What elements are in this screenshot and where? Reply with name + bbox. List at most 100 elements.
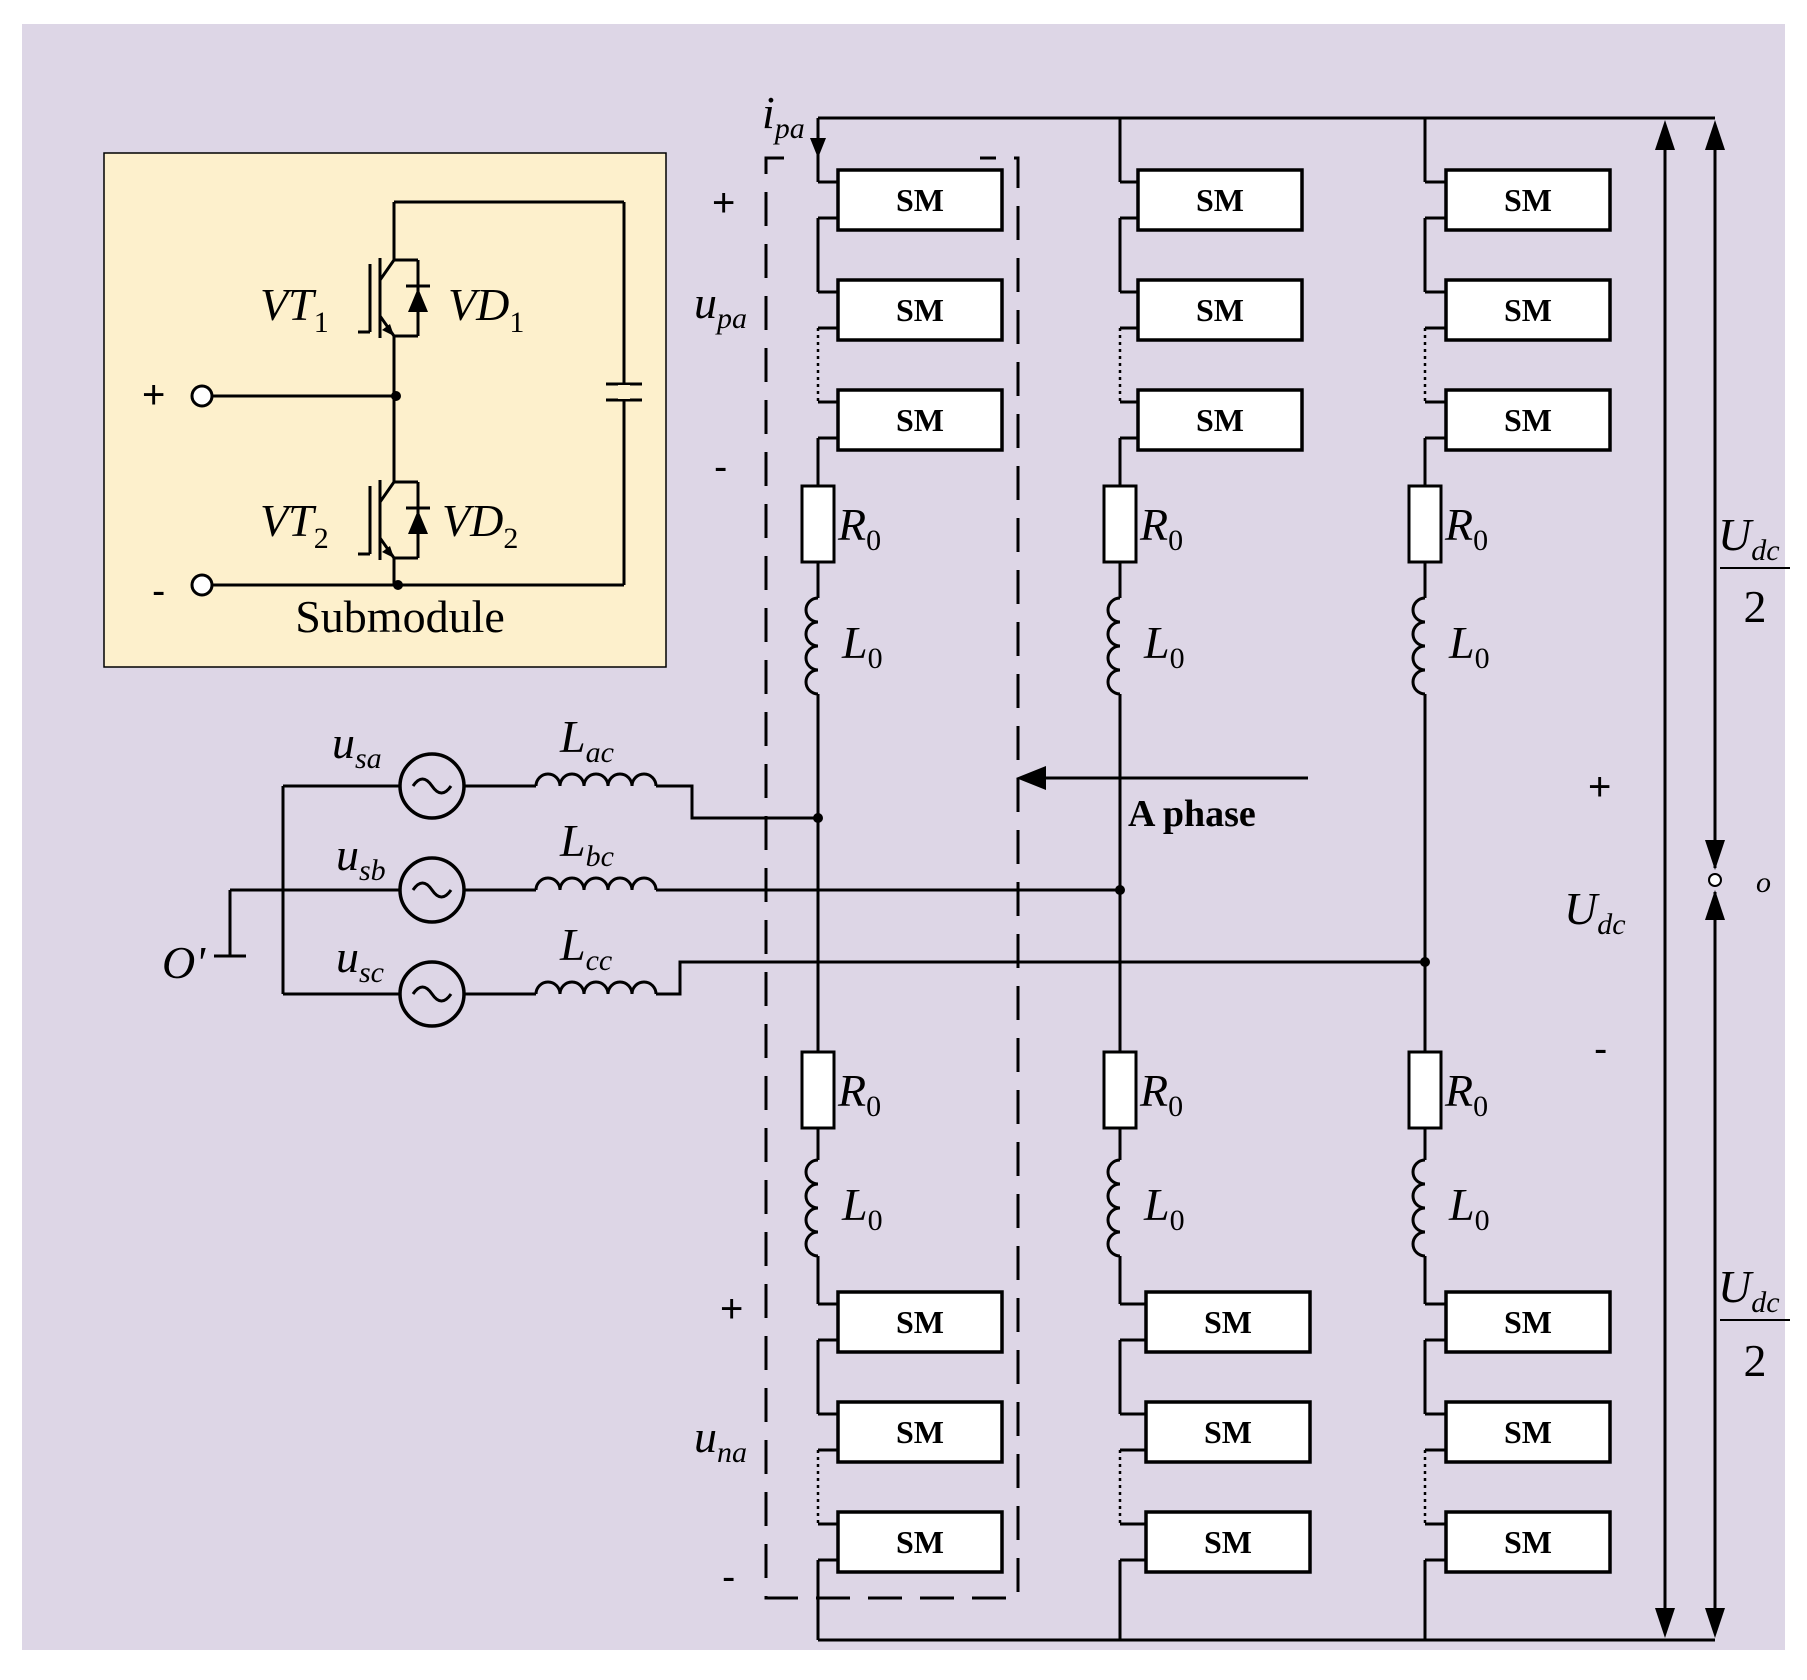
sm-c-upper-3 [1444, 388, 1612, 452]
inductor-c-lower-label: L0 [1448, 1179, 1490, 1237]
resistor-b-upper-icon [1102, 484, 1138, 564]
sm-b-upper-1 [1136, 168, 1304, 232]
source-a-label: usa [332, 717, 382, 775]
submodule-title: Submodule [295, 591, 505, 642]
arm-current-label: ipa [762, 87, 805, 145]
upper-arm-plus: + [712, 181, 735, 225]
half-dc-bottom-denominator: 2 [1744, 1335, 1767, 1386]
converter-legs: SMSMSMSMSMSMR0L0R0L0SMSMSMSMSMSMR0L0R0L0… [800, 118, 1612, 1640]
sm-label: SM [896, 402, 944, 438]
submodule-panel [103, 152, 667, 668]
sm-b-lower-1 [1144, 1290, 1312, 1354]
inductor-lac-icon [534, 772, 658, 787]
sm-label: SM [1504, 402, 1552, 438]
sm-b-upper-3 [1136, 388, 1304, 452]
resistor-c-upper-label: R0 [1444, 499, 1488, 557]
sm-a-upper-2 [836, 278, 1004, 342]
resistor-b-lower-icon [1102, 1050, 1138, 1130]
inductor-lcc-icon [534, 980, 658, 995]
sm-label: SM [1504, 1524, 1552, 1560]
phase-a-highlight [764, 156, 1020, 1600]
upper-arm-voltage-label: upa [694, 277, 747, 335]
resistor-a-lower-icon [800, 1050, 836, 1130]
negative-terminal-icon [190, 573, 214, 597]
resistor-a-upper-icon [800, 484, 836, 564]
dc-bus [818, 116, 1715, 1642]
sm-b-lower-3 [1144, 1510, 1312, 1574]
sm-c-lower-3 [1444, 1510, 1612, 1574]
source-c-label: usc [336, 931, 384, 989]
sm-label: SM [1196, 292, 1244, 328]
sm-label: SM [1196, 402, 1244, 438]
vd1-label: VD1 [448, 279, 524, 339]
sm-b-lower-2 [1144, 1400, 1312, 1464]
vt2-label: VT2 [260, 495, 329, 555]
inductor-c-upper-label: L0 [1448, 617, 1490, 675]
dc-plus: + [1588, 765, 1611, 809]
sm-label: SM [896, 182, 944, 218]
midpoint-label: o [1756, 866, 1771, 899]
sm-c-upper-2 [1444, 278, 1612, 342]
ac-sources [214, 752, 1430, 1028]
sm-label: SM [1196, 182, 1244, 218]
sm-c-lower-2 [1444, 1400, 1612, 1464]
sm-c-upper-1 [1444, 168, 1612, 232]
upper-arm-minus: - [714, 445, 727, 489]
current-arrow-icon [810, 138, 826, 158]
dc-voltage-markers [1655, 120, 1790, 1638]
sm-label: SM [896, 1414, 944, 1450]
sm-c-lower-1 [1444, 1290, 1612, 1354]
lower-arm-minus: - [722, 1555, 735, 1599]
sm-b-upper-2 [1136, 278, 1304, 342]
resistor-b-lower-label: R0 [1139, 1065, 1183, 1123]
half-dc-bottom-numerator: Udc [1718, 1261, 1780, 1319]
sm-label: SM [1204, 1524, 1252, 1560]
vt1-label: VT1 [260, 279, 329, 339]
resistor-b-upper-label: R0 [1139, 499, 1183, 557]
sm-label: SM [896, 1524, 944, 1560]
resistor-c-upper-icon [1407, 484, 1443, 564]
sm-a-upper-1 [836, 168, 1004, 232]
sm-label: SM [896, 292, 944, 328]
sm-label: SM [1204, 1414, 1252, 1450]
dc-minus: - [1594, 1027, 1607, 1071]
resistor-c-lower-label: R0 [1444, 1065, 1488, 1123]
sm-a-lower-2 [836, 1400, 1004, 1464]
inductor-b-lower-label: L0 [1143, 1179, 1185, 1237]
resistor-a-lower-label: R0 [837, 1065, 881, 1123]
sm-label: SM [1204, 1304, 1252, 1340]
source-b-label: usb [336, 829, 386, 887]
resistor-c-lower-icon [1407, 1050, 1443, 1130]
inductor-b-upper-label: L0 [1143, 617, 1185, 675]
sm-label: SM [1504, 1414, 1552, 1450]
sm-label: SM [1504, 1304, 1552, 1340]
sm-label: SM [1504, 292, 1552, 328]
half-dc-top-numerator: Udc [1718, 509, 1780, 567]
submodule-circuit [190, 200, 642, 597]
phase-arrow-head-icon [1016, 766, 1046, 790]
positive-terminal-icon [190, 384, 214, 408]
half-dc-top-denominator: 2 [1744, 581, 1767, 632]
vd2-label: VD2 [442, 495, 518, 555]
submodule-minus-label: - [152, 569, 165, 613]
sm-label: SM [896, 1304, 944, 1340]
inductor-a-upper-label: L0 [841, 617, 883, 675]
lower-arm-voltage-label: una [694, 1411, 747, 1469]
inductor-lcc-label: Lcc [559, 919, 612, 977]
inductor-lac-label: Lac [559, 711, 614, 769]
sm-a-lower-3 [836, 1510, 1004, 1574]
inductor-a-lower-label: L0 [841, 1179, 883, 1237]
resistor-a-upper-label: R0 [837, 499, 881, 557]
sm-a-upper-3 [836, 388, 1004, 452]
midpoint-node-icon [1708, 873, 1722, 887]
lower-arm-plus: + [720, 1287, 743, 1331]
submodule-plus-label: + [142, 373, 165, 417]
sm-label: SM [1504, 182, 1552, 218]
inductor-lbc-icon [534, 876, 658, 891]
inductor-lbc-label: Lbc [559, 815, 614, 873]
dc-voltage-label: Udc [1564, 883, 1626, 941]
phase-label: A phase [1128, 793, 1256, 835]
sm-a-lower-1 [836, 1290, 1004, 1354]
neutral-label: O' [162, 937, 206, 988]
